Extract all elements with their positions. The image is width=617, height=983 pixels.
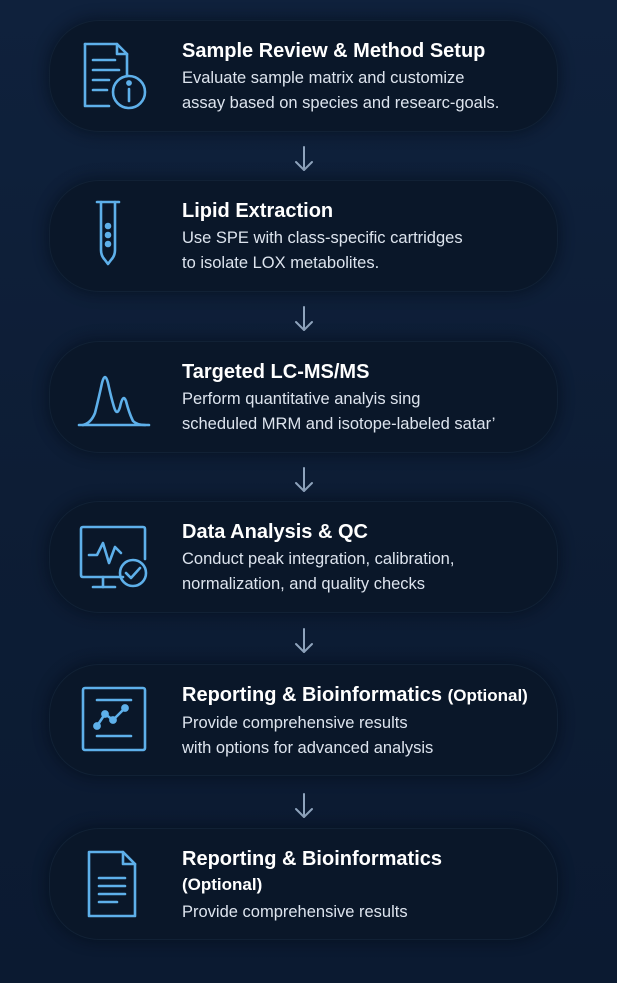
step-card-reporting: Reporting & Bioinformatics (Optional) Pr… — [49, 664, 558, 776]
step-title: Reporting & Bioinformatics (Optional) — [182, 682, 548, 709]
step-description-line: Provide comprehensive results — [182, 903, 408, 921]
step-description-line: assay based on species and researc-goals… — [182, 94, 500, 112]
step-card-lipid-extraction: Lipid Extraction Use SPE with class-spec… — [49, 180, 558, 292]
step-description-line: scheduled MRM and isotope-labeled satar’ — [182, 415, 496, 433]
step-title-optional: (Optional) — [182, 875, 263, 894]
step-card-sample-review: Sample Review & Method Setup Evaluate sa… — [49, 20, 558, 132]
step-card-targeted-lcms: Targeted LC-MS/MS Perform quantitative a… — [49, 341, 558, 453]
step-description-line: normalization, and quality checks — [182, 575, 426, 593]
step-description-line: Use SPE with class-specific cartridges — [182, 229, 463, 247]
step-description-line: Evaluate sample matrix and customize — [182, 69, 465, 87]
step-description-line: with options for advanced analysis — [182, 739, 434, 757]
down-arrow-icon — [292, 465, 316, 495]
step-title-optional: (Optional) — [447, 686, 528, 705]
step-title: Reporting & Bioinformatics — [182, 848, 443, 870]
step-card-reporting-final: Reporting & Bioinformatics (Optional) Pr… — [49, 828, 558, 940]
chromatogram-peaks-icon — [73, 357, 153, 437]
test-tube-icon — [73, 196, 153, 276]
step-description-line: Perform quantitative analyis sing — [182, 390, 421, 408]
down-arrow-icon — [292, 791, 316, 821]
step-title: Data Analysis & QC — [182, 521, 368, 543]
step-description: Evaluate sample matrix and customize ass… — [182, 66, 548, 116]
down-arrow-icon — [292, 144, 316, 174]
chart-report-icon — [73, 680, 153, 760]
down-arrow-icon — [292, 626, 316, 656]
step-title: Lipid Extraction — [182, 200, 334, 222]
step-description-line: Conduct peak integration, calibration, — [182, 550, 455, 568]
step-description: Provide comprehensive results with optio… — [182, 711, 548, 761]
step-description-line: Provide comprehensive results — [182, 714, 408, 732]
step-title-main: Reporting & Bioinformatics — [182, 684, 443, 706]
step-description: Perform quantitative analyis sing schedu… — [182, 387, 548, 437]
step-description: Provide comprehensive results — [182, 900, 548, 925]
step-title: Sample Review & Method Setup — [182, 40, 486, 62]
step-description-line: to isolate LOX metabolites. — [182, 254, 380, 272]
step-description: Conduct peak integration, calibration, n… — [182, 547, 548, 597]
document-lines-icon — [73, 844, 153, 924]
step-card-data-analysis: Data Analysis & QC Conduct peak integrat… — [49, 501, 558, 613]
step-description: Use SPE with class-specific cartridges t… — [182, 226, 548, 276]
down-arrow-icon — [292, 304, 316, 334]
step-title: Targeted LC-MS/MS — [182, 361, 370, 383]
monitor-check-icon — [73, 517, 153, 597]
document-info-icon — [73, 36, 153, 116]
